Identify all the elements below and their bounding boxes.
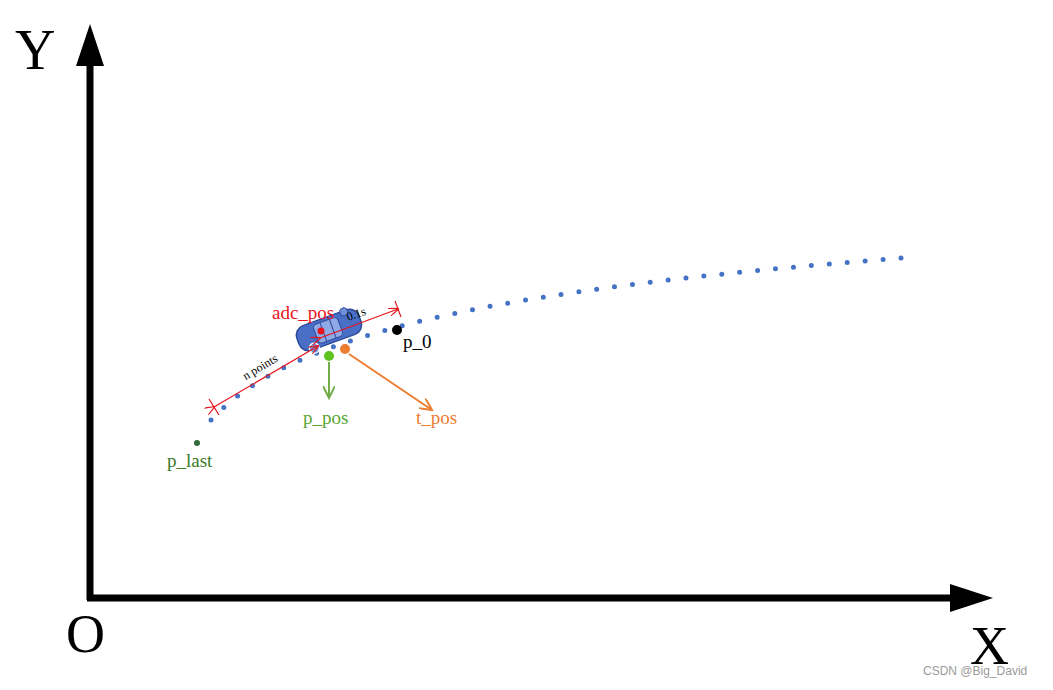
projection-arrow	[328, 362, 330, 398]
target-arrow	[349, 354, 432, 410]
adc-point	[318, 328, 325, 335]
point-label: p_pos	[303, 408, 348, 427]
p0-point	[392, 325, 402, 335]
watermark: CSDN @Big_David	[923, 665, 1027, 677]
point-label: p_last	[167, 451, 212, 470]
last-point	[194, 440, 200, 446]
target-point	[340, 344, 350, 354]
points-dimension	[209, 346, 318, 415]
point-label: p_0	[403, 332, 432, 351]
projection-point	[324, 351, 334, 361]
axes	[76, 24, 993, 612]
point-label: t_pos	[416, 408, 457, 427]
point-label: adc_pos	[272, 303, 334, 322]
dimension-label: n points	[240, 352, 279, 382]
origin-label: O	[66, 607, 105, 661]
trajectory-dots	[211, 257, 915, 420]
axis-label: Y	[15, 22, 55, 78]
dimension-label: 0.1s	[345, 305, 368, 323]
